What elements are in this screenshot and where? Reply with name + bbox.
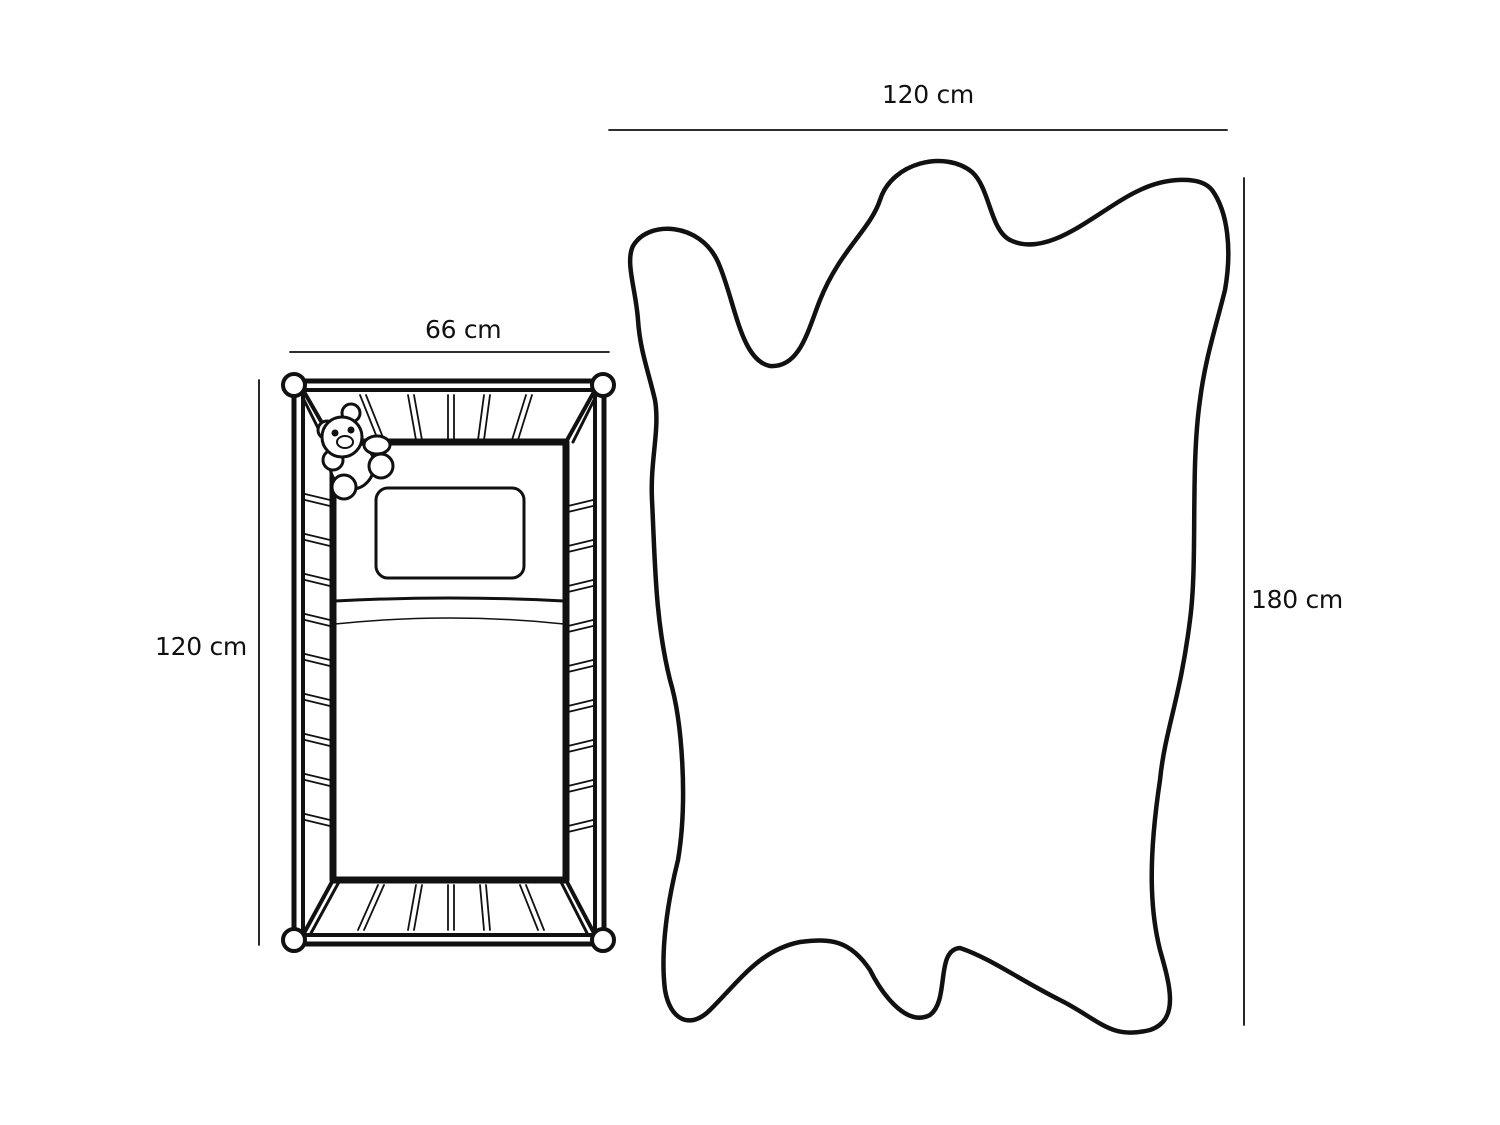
crib-corner-post xyxy=(590,372,616,398)
rug-height-label: 180 cm xyxy=(1251,585,1343,614)
crib-pillow xyxy=(374,486,526,580)
crib-corner-post xyxy=(281,372,307,398)
bear-rug-outline xyxy=(627,158,1231,1035)
rug-width-label: 120 cm xyxy=(882,80,974,109)
crib-height-label: 120 cm xyxy=(155,632,247,661)
crib-corner-post xyxy=(590,927,616,953)
teddy-bear-icon xyxy=(316,402,395,501)
crib-mattress xyxy=(329,438,570,884)
crib-corner-post xyxy=(281,927,307,953)
crib-width-label: 66 cm xyxy=(425,315,502,344)
crib-illustration xyxy=(281,372,616,953)
